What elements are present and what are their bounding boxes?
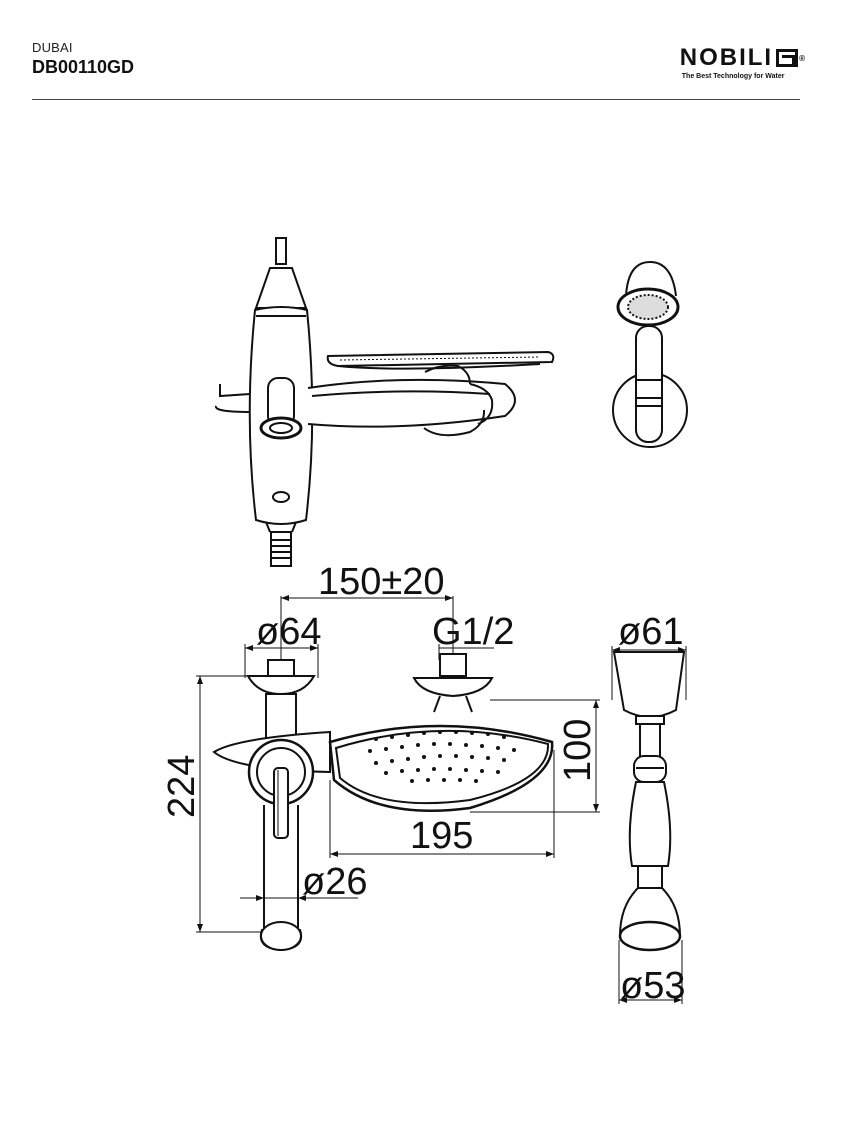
- dim-center-distance: 150±20: [318, 561, 445, 603]
- brand-logo: NOBILI ® The Best Technology for Water: [680, 44, 807, 80]
- front-view-mixer: [212, 653, 554, 952]
- dimension-labels: 150±20 ø64 G1/2 ø61 224 100 195 ø26 ø53: [161, 561, 685, 1007]
- front-view-handshower: [612, 651, 686, 952]
- dim-height: 224: [161, 755, 203, 818]
- dim-head-height: 100: [557, 719, 599, 782]
- series-name: DUBAI: [32, 40, 73, 55]
- product-header: DUBAI DB00110GD: [32, 40, 134, 78]
- brand-mark-icon: [776, 49, 799, 67]
- dim-handset-bottom: ø53: [620, 965, 685, 1007]
- dim-thread: G1/2: [432, 611, 514, 653]
- brand-tagline: The Best Technology for Water: [681, 73, 785, 80]
- dim-body-diameter: ø64: [256, 611, 321, 653]
- dimension-arrows: [197, 595, 686, 1003]
- dim-head-width: 195: [410, 815, 473, 857]
- dim-handset-top: ø61: [618, 611, 683, 653]
- brand-name: NOBILI: [679, 44, 774, 71]
- top-view-mixer: [214, 237, 555, 567]
- dimension-lines: [196, 596, 687, 1004]
- top-view-handshower: [612, 260, 688, 448]
- product-code: DB00110GD: [32, 57, 135, 77]
- header-divider: [32, 99, 800, 100]
- nozzle-pattern: [368, 730, 516, 783]
- dim-spout-diameter: ø26: [302, 861, 367, 903]
- registered-mark: ®: [799, 53, 807, 63]
